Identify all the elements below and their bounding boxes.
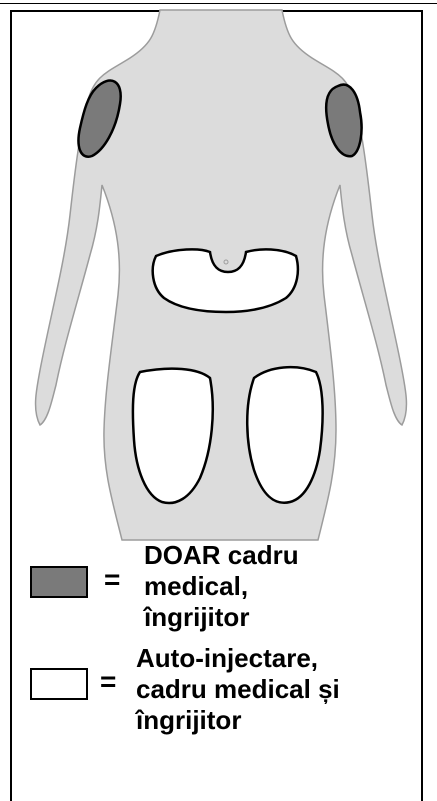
legend-swatch-restricted <box>30 566 88 598</box>
legend-label-restricted-line-2: medical, <box>144 571 299 602</box>
legend-label-open: Auto-injectare, cadru medical și îngriji… <box>136 643 340 736</box>
legend-label-restricted-line-3: îngrijitor <box>144 602 299 633</box>
legend-label-restricted-line-1: DOAR cadru <box>144 540 299 571</box>
zone-thigh-right <box>247 367 322 503</box>
legend-label-open-line-2: cadru medical și <box>136 674 340 705</box>
legend-label-open-line-3: îngrijitor <box>136 705 340 736</box>
legend-equals-restricted: = <box>104 566 120 594</box>
legend-label-open-line-1: Auto-injectare, <box>136 643 340 674</box>
legend-swatch-open <box>30 668 88 700</box>
legend-label-restricted: DOAR cadru medical, îngrijitor <box>144 540 299 633</box>
legend-equals-open: = <box>100 668 116 696</box>
